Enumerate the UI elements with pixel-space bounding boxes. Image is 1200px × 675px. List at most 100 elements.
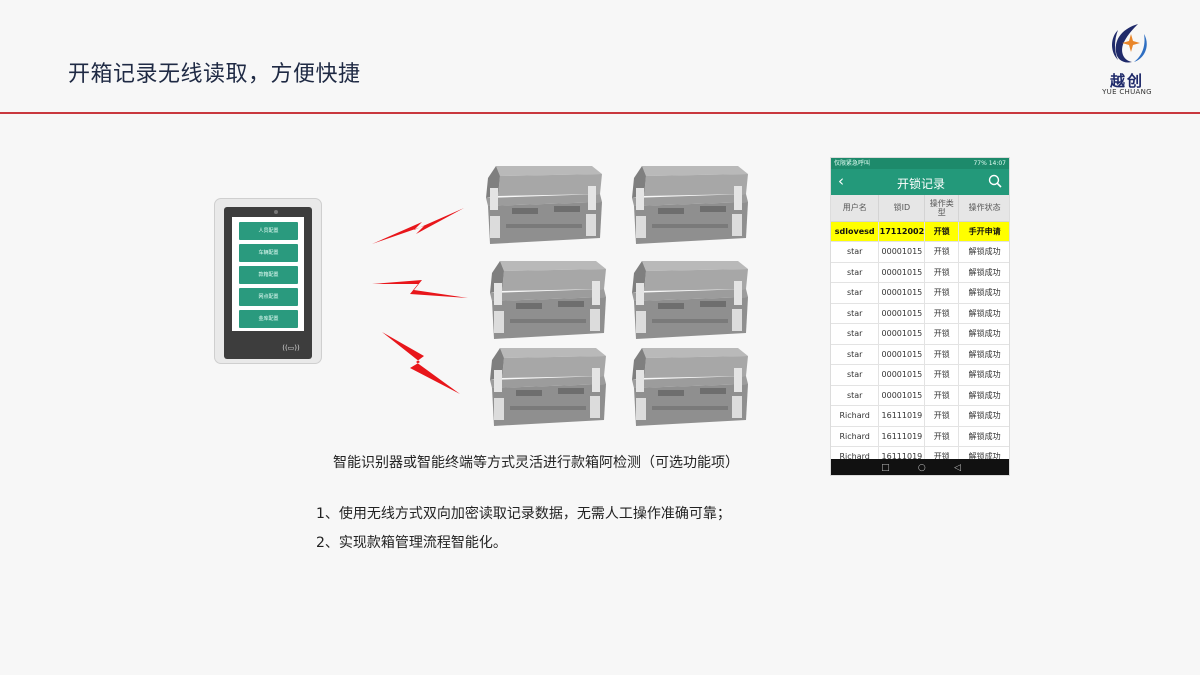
- terminal-menu: 人员配置 车辆配置 款箱配置 网点配置 金库配置: [232, 217, 304, 331]
- table-cell: 00001015: [878, 282, 926, 304]
- status-bar: 仅限紧急呼叫 77% 14:07: [831, 158, 1009, 169]
- back-chevron-icon[interactable]: ‹: [838, 172, 844, 190]
- table-cell: 开锁: [924, 323, 960, 345]
- table-cell: 16111019: [878, 405, 926, 427]
- table-cell: 00001015: [878, 323, 926, 345]
- table-cell: 开锁: [924, 426, 960, 447]
- table-cell: 解锁成功: [958, 426, 1009, 447]
- status-left: 仅限紧急呼叫: [834, 160, 871, 167]
- table-cell: 17112002: [878, 221, 926, 242]
- table-cell: star: [831, 385, 880, 406]
- header-op-status: 操作状态: [958, 195, 1009, 222]
- table-cell: sdlovesd: [831, 221, 880, 242]
- table-cell: 00001015: [878, 262, 926, 283]
- square-icon[interactable]: □: [881, 463, 890, 473]
- wireless-bolt-icon-bottom: [382, 332, 460, 394]
- terminal-screen: 人员配置 车辆配置 款箱配置 网点配置 金库配置 ((▭)): [224, 207, 312, 359]
- cash-box-1: [482, 158, 604, 246]
- wireless-bolt-icon-top: [372, 208, 464, 244]
- cash-box-2: [628, 158, 750, 246]
- table-cell: 开锁: [924, 262, 960, 283]
- table-cell: 解锁成功: [958, 303, 1009, 324]
- phone-screenshot: 仅限紧急呼叫 77% 14:07 ‹ 开锁记录 用户名 锁ID 操作类型 操作状…: [830, 157, 1010, 476]
- table-cell: 开锁: [924, 385, 960, 406]
- terminal-button-personnel[interactable]: 人员配置: [239, 222, 298, 240]
- cash-box-3: [486, 253, 608, 341]
- table-cell: 解锁成功: [958, 405, 1009, 427]
- table-cell: 解锁成功: [958, 344, 1009, 365]
- table-cell: 00001015: [878, 344, 926, 365]
- header-op-type: 操作类型: [924, 195, 960, 222]
- camera-dot: [274, 210, 278, 214]
- table-cell: star: [831, 323, 880, 345]
- circle-icon[interactable]: ○: [917, 463, 926, 473]
- table-cell: 手开申请: [958, 221, 1009, 242]
- feature-point: 2、实现款箱管理流程智能化。: [316, 535, 507, 551]
- back-triangle-icon[interactable]: ◁: [953, 463, 961, 473]
- table-cell: 开锁: [924, 344, 960, 365]
- search-icon[interactable]: [988, 174, 1002, 188]
- table-cell: 开锁: [924, 282, 960, 304]
- table-cell: 16111019: [878, 426, 926, 447]
- logo-mark-icon: [1112, 24, 1147, 63]
- nfc-icon: ((▭)): [282, 344, 300, 352]
- logo-text-en: YUE CHUANG: [1102, 88, 1152, 96]
- table-cell: star: [831, 364, 880, 386]
- terminal-button-branch[interactable]: 网点配置: [239, 288, 298, 306]
- caption: 智能识别器或智能终端等方式灵活进行款箱阿检测（可选功能项）: [333, 455, 739, 471]
- table-cell: 开锁: [924, 405, 960, 427]
- app-title: 开锁记录: [896, 177, 945, 191]
- table-cell: 开锁: [924, 303, 960, 324]
- feature-list: 1、使用无线方式双向加密读取记录数据，无需人工操作准确可靠； 2、实现款箱管理流…: [316, 500, 731, 558]
- terminal-button-vault[interactable]: 金库配置: [239, 310, 298, 328]
- table-cell: 解锁成功: [958, 241, 1009, 263]
- wireless-bolt-icon-middle: [372, 280, 468, 298]
- app-bar: ‹ 开锁记录: [831, 169, 1009, 195]
- feature-point: 1、使用无线方式双向加密读取记录数据，无需人工操作准确可靠；: [316, 506, 731, 522]
- table-cell: 开锁: [924, 241, 960, 263]
- logo-text-cn: 越创: [1109, 72, 1144, 90]
- table-cell: 开锁: [924, 221, 960, 242]
- table-cell: star: [831, 303, 880, 324]
- terminal-button-box[interactable]: 款箱配置: [239, 266, 298, 284]
- slide-title: 开箱记录无线读取，方便快捷: [68, 62, 361, 87]
- cash-box-5: [486, 340, 608, 428]
- table-cell: star: [831, 344, 880, 365]
- table-cell: star: [831, 262, 880, 283]
- android-nav-bar: □ ○ ◁: [831, 459, 1009, 475]
- title-divider: [0, 112, 1200, 114]
- table-header-row: 用户名 锁ID 操作类型 操作状态: [831, 195, 1009, 222]
- table-cell: 解锁成功: [958, 364, 1009, 386]
- table-cell: 解锁成功: [958, 323, 1009, 345]
- status-right: 77% 14:07: [973, 160, 1006, 167]
- table-cell: 00001015: [878, 385, 926, 406]
- cash-box-4: [628, 253, 750, 341]
- header-lock-id: 锁ID: [878, 195, 926, 222]
- table-cell: star: [831, 241, 880, 263]
- handheld-terminal: 人员配置 车辆配置 款箱配置 网点配置 金库配置 ((▭)): [214, 198, 322, 364]
- header-username: 用户名: [831, 195, 880, 222]
- cash-box-6: [628, 340, 750, 428]
- table-cell: 00001015: [878, 364, 926, 386]
- table-cell: star: [831, 282, 880, 304]
- table-cell: Richard: [831, 405, 880, 427]
- table-cell: Richard: [831, 426, 880, 447]
- company-logo: 越创 YUE CHUANG: [1096, 20, 1158, 100]
- table-cell: 00001015: [878, 303, 926, 324]
- table-cell: 解锁成功: [958, 385, 1009, 406]
- terminal-button-vehicle[interactable]: 车辆配置: [239, 244, 298, 262]
- table-cell: 解锁成功: [958, 282, 1009, 304]
